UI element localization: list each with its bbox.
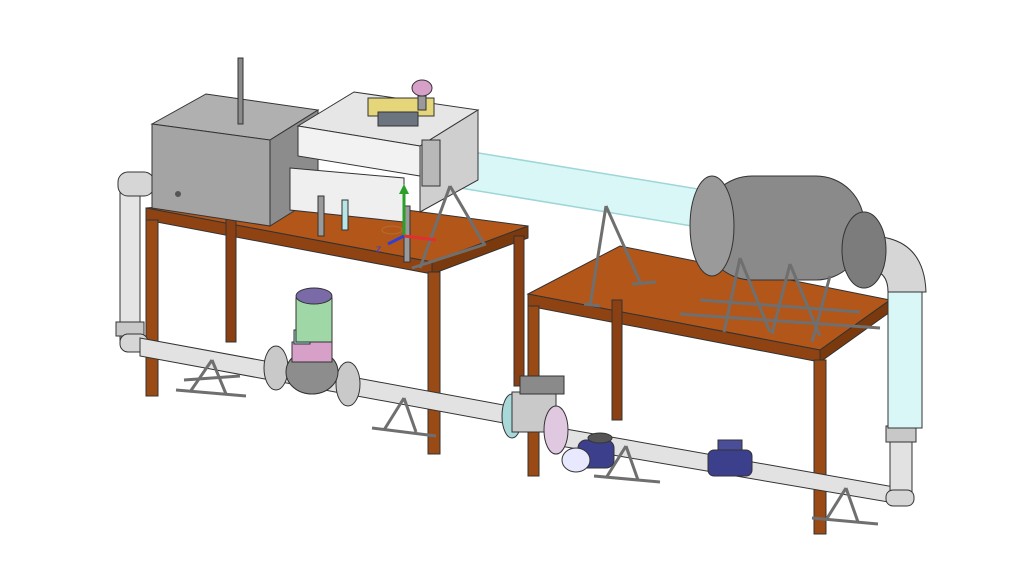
- pump-flange-left: [263, 345, 289, 391]
- right-table-leg-back-left: [611, 299, 623, 421]
- inline-pump: [263, 287, 361, 407]
- ball-valve-2-body: [707, 449, 753, 477]
- left-table-leg-back-right: [513, 235, 525, 387]
- meter-display-head: [519, 375, 565, 395]
- control-box-front: [151, 123, 271, 227]
- coordinate-axis-triad: z: [376, 184, 437, 255]
- pump-flange-right: [335, 361, 361, 407]
- housing-post-1: [317, 195, 325, 237]
- control-box-screw: [175, 191, 181, 197]
- meter-flange-right: [543, 405, 569, 455]
- left-riser-elbow-top: [117, 171, 155, 197]
- right-riser-lower: [889, 439, 913, 497]
- housing-post-2: [341, 199, 349, 231]
- control-box-antenna: [237, 57, 244, 125]
- housing-support-stand: [411, 185, 487, 270]
- pump-motor: [295, 297, 333, 343]
- tank-end-left: [689, 175, 735, 277]
- pipe-stands: [175, 359, 879, 526]
- left-table-leg-front-right: [427, 271, 441, 455]
- ball-valve-1-end: [561, 447, 591, 473]
- bracket-mechanism: [377, 111, 419, 127]
- pressure-tank: [679, 175, 887, 343]
- ball-valve-2: [707, 439, 753, 477]
- ball-valve-2-handle: [717, 439, 743, 451]
- tank-saddle-stands: [679, 257, 881, 343]
- pump-motor-cap: [295, 287, 333, 305]
- axis-z-label: z: [376, 244, 381, 255]
- tank-end-right: [841, 211, 887, 289]
- right-table-leg-front-right: [813, 359, 827, 535]
- tube-support-stand: [583, 205, 657, 308]
- left-table-top-side: [431, 225, 529, 275]
- housing-inlet-flange: [421, 139, 441, 187]
- test-housing: [289, 79, 487, 270]
- pipe-stand-1: [175, 359, 247, 398]
- ball-valve-1: [561, 432, 615, 473]
- right-riser-cyan-section: [887, 291, 923, 429]
- ball-valve-1-handle: [587, 432, 613, 444]
- actuator-cap: [411, 79, 433, 97]
- right-riser-elbow-bottom: [885, 489, 915, 507]
- left-table-leg-back-left: [225, 211, 237, 343]
- axis-y-head: [399, 184, 409, 194]
- axis-z-arrow: [387, 234, 405, 246]
- actuator-stem: [417, 95, 427, 111]
- axis-x-arrow: [403, 234, 437, 242]
- left-riser-pipe: [119, 189, 141, 341]
- left-table-leg-front-left: [145, 219, 159, 397]
- pump-bracket: [291, 341, 333, 363]
- pipe-stand-2: [371, 397, 437, 438]
- flow-meter-unit: [501, 375, 569, 455]
- triad-origin-ring: [381, 225, 403, 235]
- pipe-stand-4: [811, 487, 879, 526]
- pipe-stand-3: [593, 445, 661, 484]
